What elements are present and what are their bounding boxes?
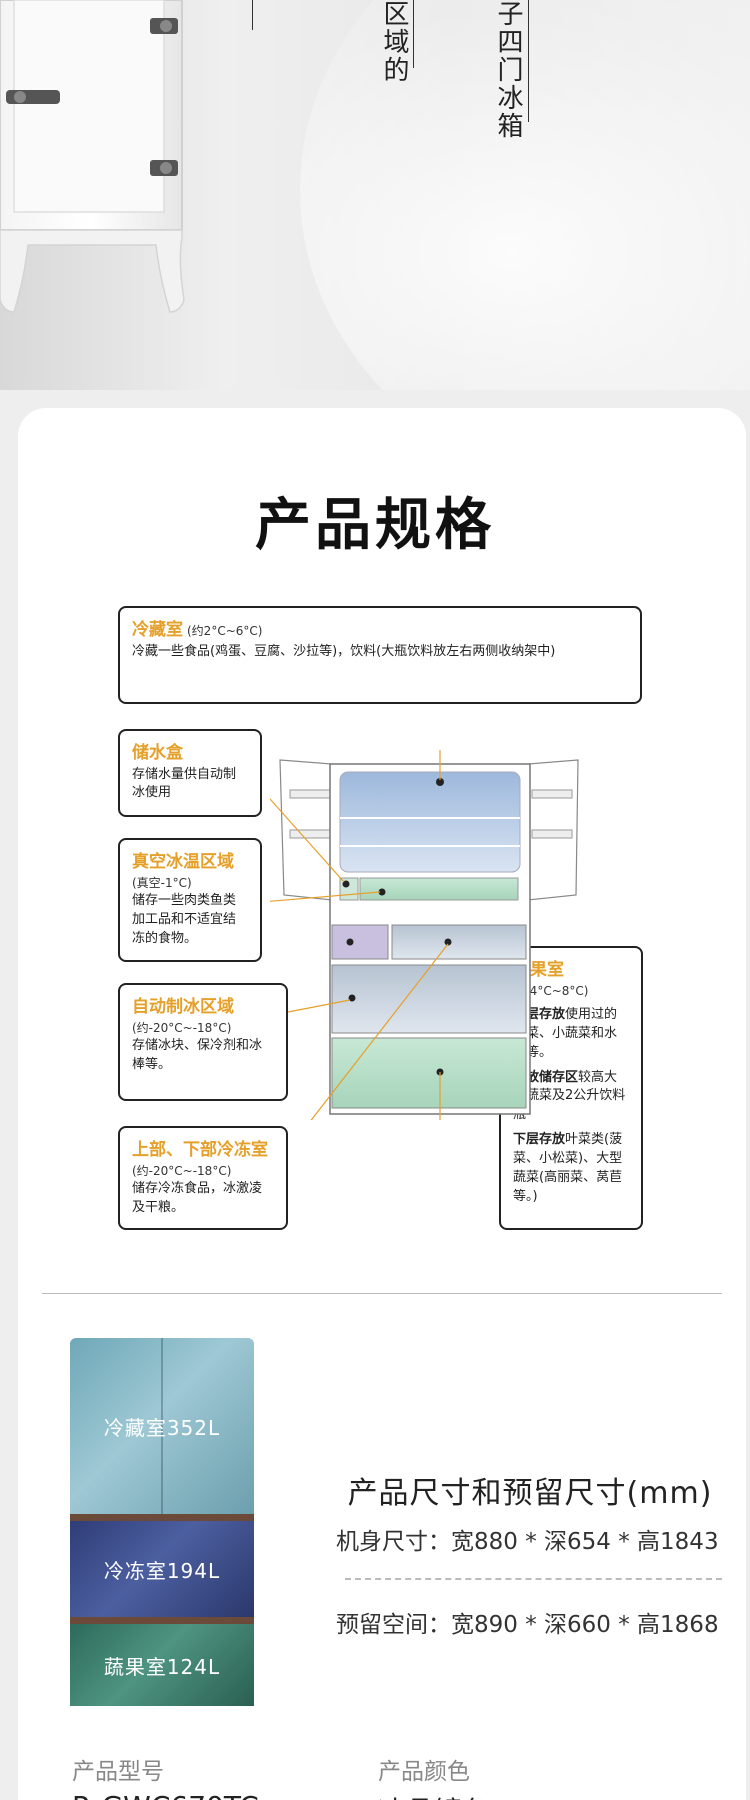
zone-fridge-header: 冷藏室 (约2°C~6°C): [132, 618, 628, 643]
product-fridge-image: 冷藏室352L 冷冻室194L 蔬果室124L: [70, 1338, 254, 1706]
dimensions-dashed-divider: [345, 1578, 722, 1580]
zone-veg-vertical-text: 较高大的蔬菜及2公升饮料瓶: [513, 1069, 626, 1123]
zone-vacuum-desc: 储存一些肉类鱼类加工品和不适宜结冻的食物。: [132, 893, 237, 946]
zone-freezer-temp: (约-20°C~-18°C): [132, 1163, 232, 1178]
zone-veg-lower-bold: 下层存放: [513, 1132, 566, 1148]
zone-ice-name: 自动制冰区域: [132, 997, 234, 1017]
page-title: 产品规格: [255, 493, 495, 558]
zone-fridge-desc: 冷藏一些食品(鸡蛋、豆腐、沙拉等)，饮料(大瓶饮料放左右两侧收纳架中): [132, 643, 556, 659]
zone-veg-lower: 下层存放叶菜类(菠菜、小松菜)、大型蔬菜(高丽菜、莴苣等。): [513, 1131, 629, 1206]
door-gap-top: [70, 1514, 254, 1521]
hero-divider-left: [252, 0, 253, 30]
hero-divider-right: [528, 0, 529, 122]
zone-vacuum-temp: (真空-1°C): [132, 875, 192, 890]
zone-water-desc: 存储水量供自动制冰使用: [132, 766, 237, 801]
model-value: R-GWC670TC: [72, 1790, 259, 1800]
color-value: 冰晶镜色: [378, 1790, 490, 1800]
vegetable-drawer: 蔬果室124L: [70, 1624, 254, 1706]
door-gap-bottom: [70, 1617, 254, 1624]
zone-box-freezer: 上部、下部冷冻室 (约-20°C~-18°C) 储存冷冻食品，冰激凌及干粮。: [118, 1126, 288, 1230]
hero-divider-mid: [413, 0, 414, 68]
zone-veg-lower-text: 叶菜类(菠菜、小松菜)、大型蔬菜(高丽菜、莴苣等。): [513, 1132, 623, 1204]
dimensions-title: 产品尺寸和预留尺寸(mm): [347, 1476, 713, 1511]
zone-veg-upper-text: 使用过的蔬菜、小蔬菜和水果等。: [513, 1007, 618, 1060]
hero-light-sweep: [300, 0, 750, 390]
model-label: 产品型号: [72, 1759, 164, 1785]
fridge-capacity-label: 冷藏室352L: [103, 1415, 221, 1440]
zone-fridge-name: 冷藏室: [132, 620, 183, 640]
zone-box-fridge: 冷藏室 (约2°C~6°C) 冷藏一些食品(鸡蛋、豆腐、沙拉等)，饮料(大瓶饮料放…: [118, 606, 642, 704]
zone-ice-desc: 存储冰块、保冷剂和冰棒等。: [132, 1038, 263, 1072]
hero-text-left: 区域的: [379, 0, 409, 84]
zone-box-vacuum: 真空冰温区域 (真空-1°C) 储存一些肉类鱼类加工品和不适宜结冻的食物。: [118, 838, 262, 962]
freezer-drawer: 冷冻室194L: [70, 1521, 254, 1617]
reserve-dimensions: 预留空间：宽890 * 深660 * 高1868: [336, 1612, 719, 1638]
hero-text-right: 子四门冰箱: [493, 0, 523, 140]
zone-water-name: 储水盒: [132, 743, 183, 763]
fridge-door: 冷藏室352L: [70, 1338, 254, 1514]
hero-banner: 区域的 子四门冰箱: [0, 0, 750, 390]
zone-veg-temp: (约4°C~8°C): [513, 983, 589, 998]
vintage-fridge-illustration: [0, 0, 185, 313]
fridge-interior-diagram: [270, 750, 579, 1120]
color-label: 产品颜色: [378, 1759, 470, 1785]
zone-fridge-temp: (约2°C~6°C): [187, 624, 263, 638]
section-divider: [42, 1293, 722, 1294]
zone-box-water: 储水盒 存储水量供自动制冰使用: [118, 729, 262, 817]
freezer-capacity-label: 冷冻室194L: [103, 1558, 221, 1583]
body-dimensions: 机身尺寸：宽880 * 深654 * 高1843: [336, 1529, 719, 1555]
vegetable-capacity-label: 蔬果室124L: [103, 1654, 221, 1679]
door-split-line: [161, 1338, 163, 1514]
zone-vacuum-name: 真空冰温区域: [132, 852, 234, 872]
zone-ice-temp: (约-20°C~-18°C): [132, 1020, 232, 1035]
zone-freezer-desc: 储存冷冻食品，冰激凌及干粮。: [132, 1181, 263, 1215]
zone-box-ice: 自动制冰区域 (约-20°C~-18°C) 存储冰块、保冷剂和冰棒等。: [118, 983, 288, 1101]
zone-freezer-name: 上部、下部冷冻室: [132, 1140, 268, 1160]
